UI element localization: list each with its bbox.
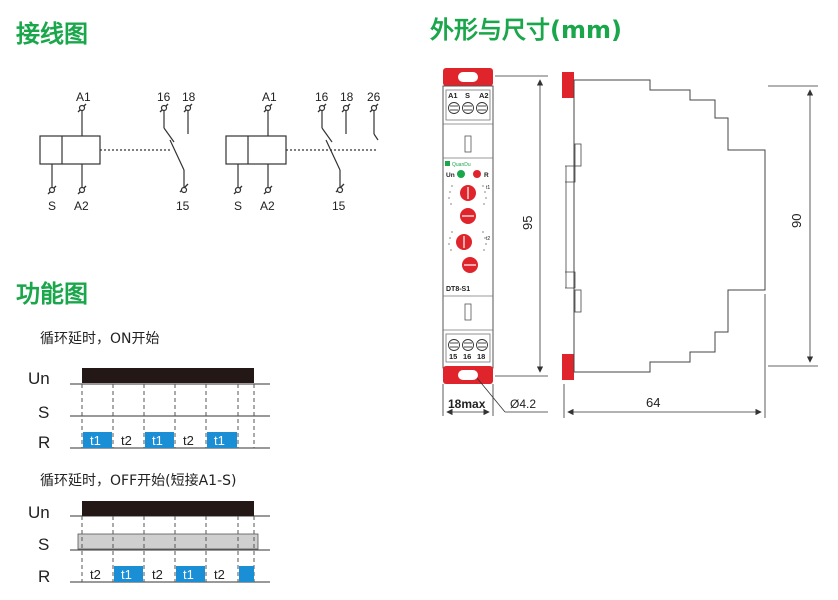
model-label: DT8-S1 bbox=[446, 286, 470, 293]
wiring-diagram-heading: 接线图 bbox=[16, 20, 88, 48]
knob-t1-time[interactable] bbox=[460, 208, 476, 224]
dim-hole: Ø4.2 bbox=[510, 397, 536, 411]
term-15: 15 bbox=[449, 352, 457, 361]
timing1: Un S R t1 t2 t1 t2 t1 bbox=[28, 368, 270, 452]
wiring-left bbox=[39, 103, 193, 195]
t1-row-un: Un bbox=[28, 369, 50, 388]
coil-box-right bbox=[225, 135, 287, 165]
device-front-view: A1 S A2 QuanDu Un R t1 t2 bbox=[442, 68, 494, 384]
r-label: R bbox=[484, 172, 489, 179]
t1-label-1: t1 bbox=[90, 433, 101, 448]
t2-pulse-6 bbox=[239, 566, 254, 582]
wr-26: 26 bbox=[367, 90, 381, 104]
wl-16: 16 bbox=[157, 90, 171, 104]
wl-s: S bbox=[48, 199, 56, 213]
term-a1: A1 bbox=[448, 91, 458, 100]
r-led bbox=[473, 170, 481, 178]
un-label: Un bbox=[446, 172, 455, 179]
t2-row-un: Un bbox=[28, 503, 50, 522]
front-dimensions bbox=[442, 75, 548, 416]
t1-pulse-5 bbox=[207, 432, 237, 448]
dim-18max: 18max bbox=[448, 397, 486, 411]
term-a2: A2 bbox=[479, 91, 489, 100]
term-18: 18 bbox=[477, 352, 485, 361]
knob-t1-range[interactable] bbox=[460, 185, 476, 201]
timing2-caption: 循环延时，OFF开始(短接A1-S) bbox=[40, 473, 237, 489]
t1-un-bar bbox=[82, 368, 254, 383]
timing2: Un S R t2 t1 t2 t1 t2 bbox=[28, 501, 270, 586]
t2-label-4: t1 bbox=[183, 567, 194, 582]
t2-label-1: t2 bbox=[90, 567, 101, 582]
t1-label-2: t2 bbox=[121, 433, 132, 448]
wl-a1: A1 bbox=[76, 90, 91, 104]
t1-label-4: t2 bbox=[183, 433, 194, 448]
dim-95: 95 bbox=[520, 216, 535, 230]
dim-90: 90 bbox=[789, 214, 804, 228]
knob-t2-time[interactable] bbox=[462, 257, 478, 273]
wr-s: S bbox=[234, 199, 242, 213]
t1-pulse-3 bbox=[145, 432, 174, 448]
t2-un-bar bbox=[82, 501, 254, 516]
side-dimensions bbox=[563, 85, 818, 418]
device-side-view bbox=[562, 72, 766, 380]
t1-label-3: t1 bbox=[152, 433, 163, 448]
t1-pulse-1 bbox=[83, 432, 112, 448]
wr-16: 16 bbox=[315, 90, 329, 104]
side-bottom-clip bbox=[562, 354, 574, 380]
t2-s-bar bbox=[77, 533, 259, 550]
wr-a2: A2 bbox=[260, 199, 275, 213]
function-diagram-heading: 功能图 bbox=[16, 280, 88, 308]
t1-row-s: S bbox=[38, 403, 49, 422]
t2-label-2: t1 bbox=[121, 567, 132, 582]
wl-a2: A2 bbox=[74, 199, 89, 213]
wl-18: 18 bbox=[182, 90, 196, 104]
brand-logo: QuanDu bbox=[452, 162, 471, 168]
t2-row-s: S bbox=[38, 535, 49, 554]
wr-18: 18 bbox=[340, 90, 354, 104]
wr-a1: A1 bbox=[262, 90, 277, 104]
wl-15: 15 bbox=[176, 199, 190, 213]
brand-mark bbox=[445, 161, 450, 166]
t2-pulse-2 bbox=[114, 566, 143, 582]
wr-15: 15 bbox=[332, 199, 346, 213]
t2-row-r: R bbox=[38, 567, 50, 586]
t1-label-5: t1 bbox=[214, 433, 225, 448]
t2-dial-label: t2 bbox=[486, 236, 490, 242]
term-s: S bbox=[465, 91, 470, 100]
un-led bbox=[457, 170, 465, 178]
t1-row-r: R bbox=[38, 433, 50, 452]
dim-64: 64 bbox=[646, 395, 660, 410]
side-top-clip bbox=[562, 72, 574, 98]
t1-dial-label: t1 bbox=[486, 185, 490, 191]
t2-pulse-4 bbox=[176, 566, 205, 582]
t2-label-5: t2 bbox=[214, 567, 225, 582]
device-body bbox=[442, 85, 494, 369]
knob-t2-range[interactable] bbox=[456, 234, 472, 250]
t2-label-3: t2 bbox=[152, 567, 163, 582]
term-16: 16 bbox=[463, 352, 471, 361]
coil-box-left bbox=[39, 135, 101, 165]
timing1-caption: 循环延时，ON开始 bbox=[40, 331, 160, 347]
wiring-right bbox=[225, 103, 379, 195]
dimensions-heading: 外形与尺寸(mm) bbox=[430, 16, 622, 44]
